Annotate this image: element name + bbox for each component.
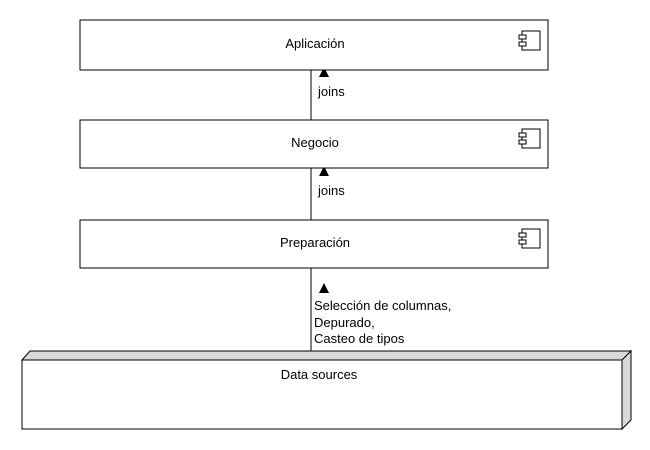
node-side-face [621, 349, 632, 431]
arrowhead-icon [319, 166, 329, 176]
node-data-sources[interactable]: Data sources [20, 349, 633, 431]
component-icon [518, 228, 541, 249]
connector-label-joins-1: joins [317, 84, 345, 99]
component-preparacion[interactable]: Preparación [79, 219, 549, 269]
component-icon [518, 30, 541, 51]
connector-label-depurado: Depurado, [314, 315, 375, 330]
connector-label-joins-2: joins [317, 183, 345, 198]
node-label-data-sources: Data sources [281, 367, 358, 382]
arrowhead-icon [319, 67, 329, 77]
component-label-negocio: Negocio [291, 135, 339, 150]
component-label-preparacion: Preparación [280, 235, 350, 250]
component-negocio[interactable]: Negocio [79, 119, 549, 169]
node-top-face [20, 350, 633, 361]
arrowhead-icon [319, 283, 329, 293]
node-front-face [21, 359, 623, 430]
connector-label-seleccion: Selección de columnas, [314, 298, 451, 313]
connector-label-casteo: Casteo de tipos [314, 331, 405, 346]
component-aplicacion[interactable]: Aplicación [79, 19, 549, 71]
component-label-aplicacion: Aplicación [285, 36, 344, 51]
component-icon [518, 128, 541, 149]
